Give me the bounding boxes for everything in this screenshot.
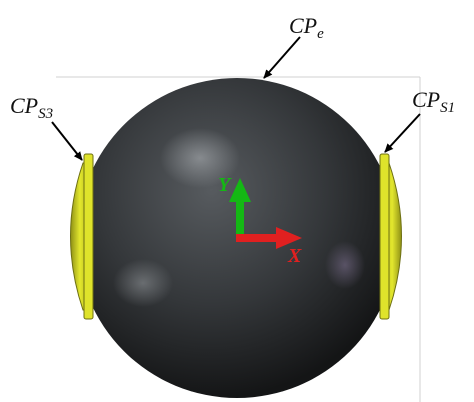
x-axis-arrow (236, 227, 302, 249)
y-axis-label: Y (218, 174, 232, 196)
label-cpe: CPe (289, 13, 324, 42)
contact-pad-s1 (379, 153, 402, 320)
y-axis-arrow (229, 178, 251, 238)
cpe-leader-arrow (263, 36, 301, 79)
label-cps1: CPS1 (412, 87, 455, 116)
cps1-leader-arrow (384, 113, 421, 153)
contact-pad-s3 (70, 153, 94, 320)
label-cps3: CPS3 (10, 93, 53, 122)
x-axis-label: X (287, 245, 302, 267)
cps3-leader-arrow (51, 121, 83, 161)
